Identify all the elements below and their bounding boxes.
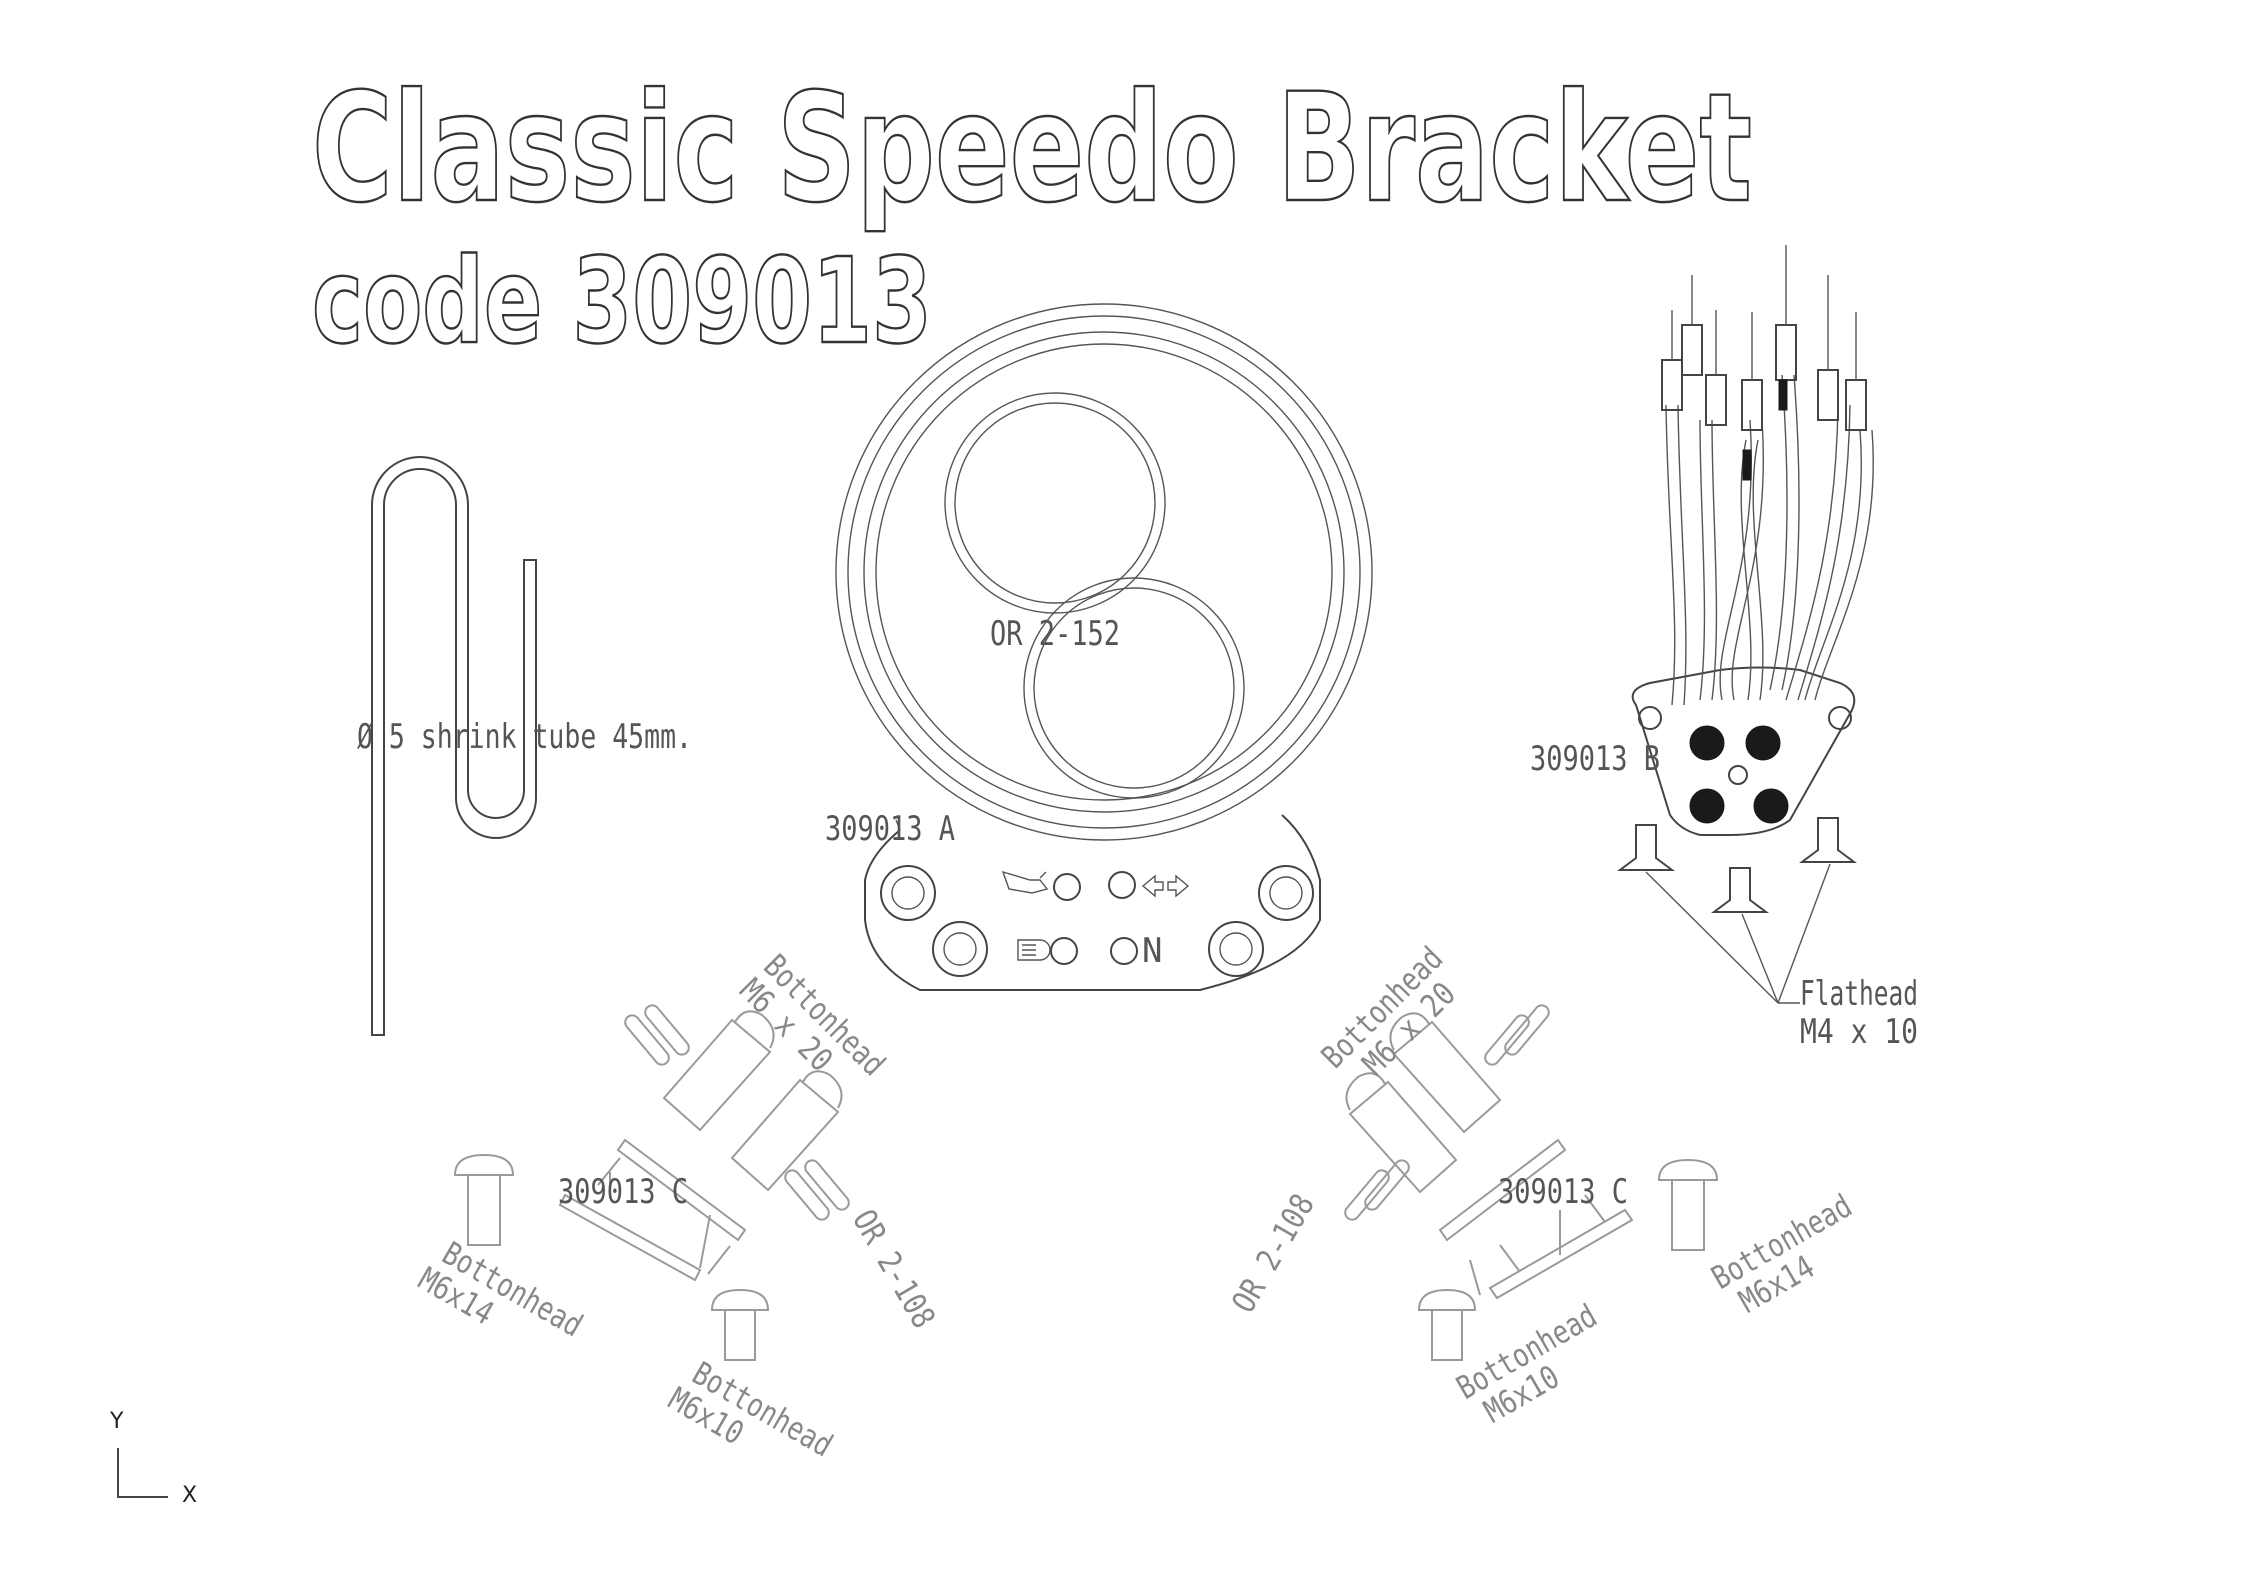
high-beam-icon: [1017, 939, 1051, 961]
wires: [1665, 374, 1874, 706]
part-a-label: 309013 A: [825, 809, 955, 849]
bulb-sockets: [1689, 725, 1789, 824]
title-line-2: code 309013: [312, 232, 932, 370]
neutral-indicator-label: N: [1142, 931, 1162, 971]
or-2-152-ring: [944, 392, 1245, 799]
plate-holes: [880, 865, 1314, 977]
turn-signal-arrows-icon: [1141, 874, 1190, 898]
shrink-tube-label: Ø 5 shrink tube 45mm.: [357, 717, 692, 757]
oil-can-icon: [1001, 870, 1049, 894]
flathead-label-line2: M4 x 10: [1800, 1012, 1918, 1052]
m6x20-screws-right: [1345, 1012, 1502, 1194]
m6x20-screws-left: [662, 1010, 843, 1192]
or-2-108-left-label: OR 2-108: [845, 1203, 943, 1335]
part-c-right-label: 309013 C: [1498, 1172, 1628, 1212]
part-c-left-assembly: 309013 C Bottonhead M6 x 20 OR 2-108 Bot…: [412, 947, 943, 1465]
title-line-1: Classic Speedo Bracket: [312, 62, 1752, 236]
or-2-108-rings-left: [624, 1004, 850, 1221]
shrink-tube-drawing: Ø 5 shrink tube 45mm.: [357, 456, 692, 1036]
part-b-harness: 309013 B Flathead M4 x 10: [1530, 245, 1918, 1052]
or-2-152-label: OR 2-152: [990, 614, 1120, 654]
or-2-108-right-label: OR 2-108: [1224, 1187, 1322, 1319]
part-a-bracket: N OR 2-152 309013 A: [825, 303, 1373, 991]
flathead-label-line1: Flathead: [1800, 974, 1918, 1014]
axis-y-label: Y: [109, 1409, 124, 1434]
ucs-axis-indicator: Y X: [109, 1409, 197, 1508]
flathead-screws: [1617, 817, 1857, 913]
part-c-left-label: 309013 C: [558, 1172, 688, 1212]
part-c-right-assembly: 309013 C Bottonhead M6 x 20 OR 2-108 Bot…: [1224, 939, 1858, 1430]
or-2-108-rings-right: [1344, 1004, 1550, 1221]
flathead-leaders: [1645, 863, 1831, 1004]
axis-x-label: X: [182, 1483, 197, 1508]
part-b-label: 309013 B: [1530, 739, 1660, 779]
connector-pins: [1661, 245, 1867, 481]
title-block: Classic Speedo Bracket code 309013: [311, 61, 1753, 371]
